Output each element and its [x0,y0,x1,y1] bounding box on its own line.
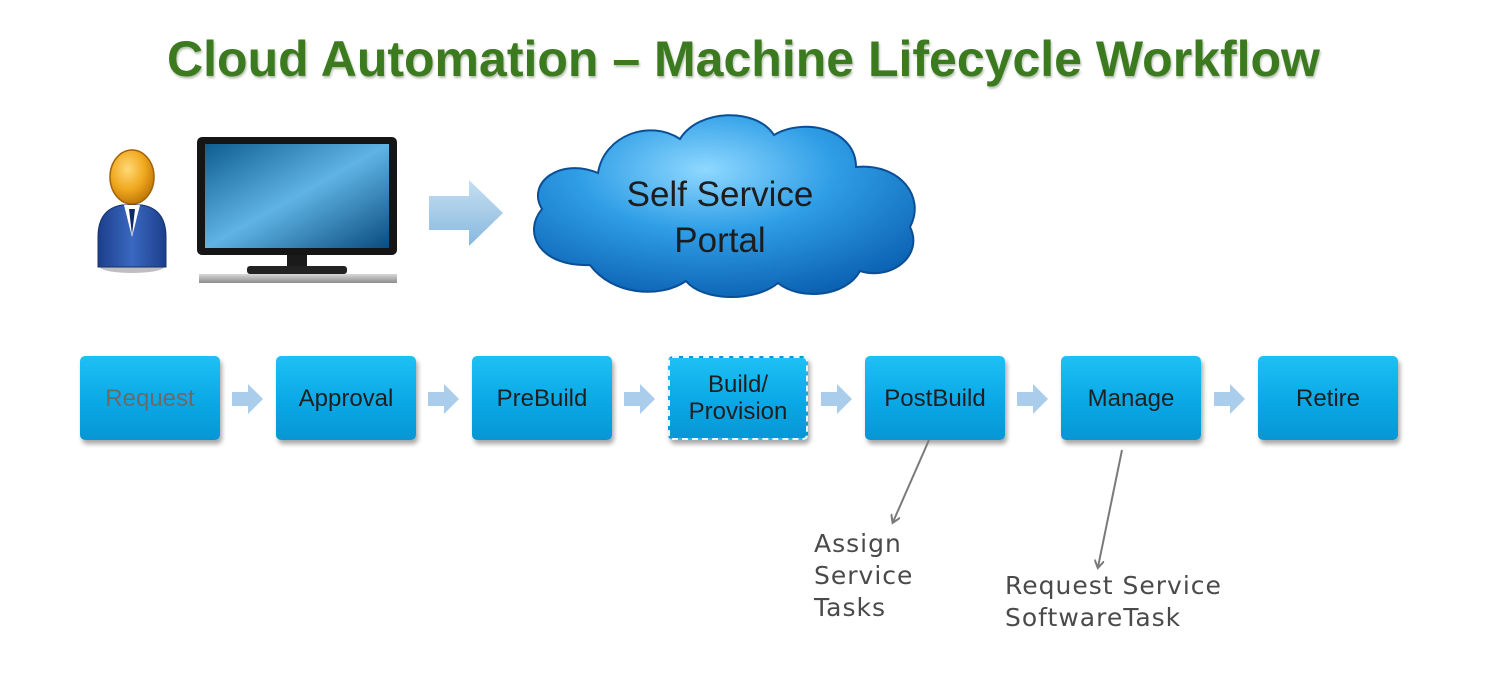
portal-line-2: Portal [674,221,766,260]
step-arrow-icon [1214,384,1245,414]
step-arrow-icon [232,384,263,414]
stage-postbuild: PostBuild [865,356,1005,440]
stage-build-line-1: Build/ [707,371,769,398]
arrow-right-icon [429,180,503,246]
stage-request: Request [80,356,220,440]
manage-annotation: Request Service SoftwareTask [1005,570,1222,634]
cloud-icon [533,114,916,299]
manage-annotation-line-1: Request Service [1005,571,1222,600]
user-icon [97,149,167,273]
stage-build-line-2: Provision [688,398,788,425]
postbuild-annotation: Assign Service Tasks [814,528,913,624]
stage-build-provision: Build/ Provision [668,356,808,440]
postbuild-annotation-line-2: Service [814,561,914,590]
manage-annotation-line-2: SoftwareTask [1005,603,1182,632]
monitor-icon [197,137,397,283]
manage-connector [1098,449,1123,567]
stage-manage: Manage [1061,356,1201,440]
step-arrow-icon [821,384,852,414]
self-service-portal-label: Self Service Portal [590,172,850,264]
diagram-title: Cloud Automation – Machine Lifecycle Wor… [167,31,1320,87]
portal-line-1: Self Service [626,175,814,214]
stage-prebuild: PreBuild [472,356,612,440]
postbuild-connector [893,439,930,522]
step-arrow-icon [428,384,459,414]
stage-approval: Approval [276,356,416,440]
postbuild-annotation-line-1: Assign [814,529,902,558]
step-arrow-icon [624,384,655,414]
postbuild-annotation-line-3: Tasks [814,593,886,622]
stage-retire: Retire [1258,356,1398,440]
step-arrow-icon [1017,384,1048,414]
